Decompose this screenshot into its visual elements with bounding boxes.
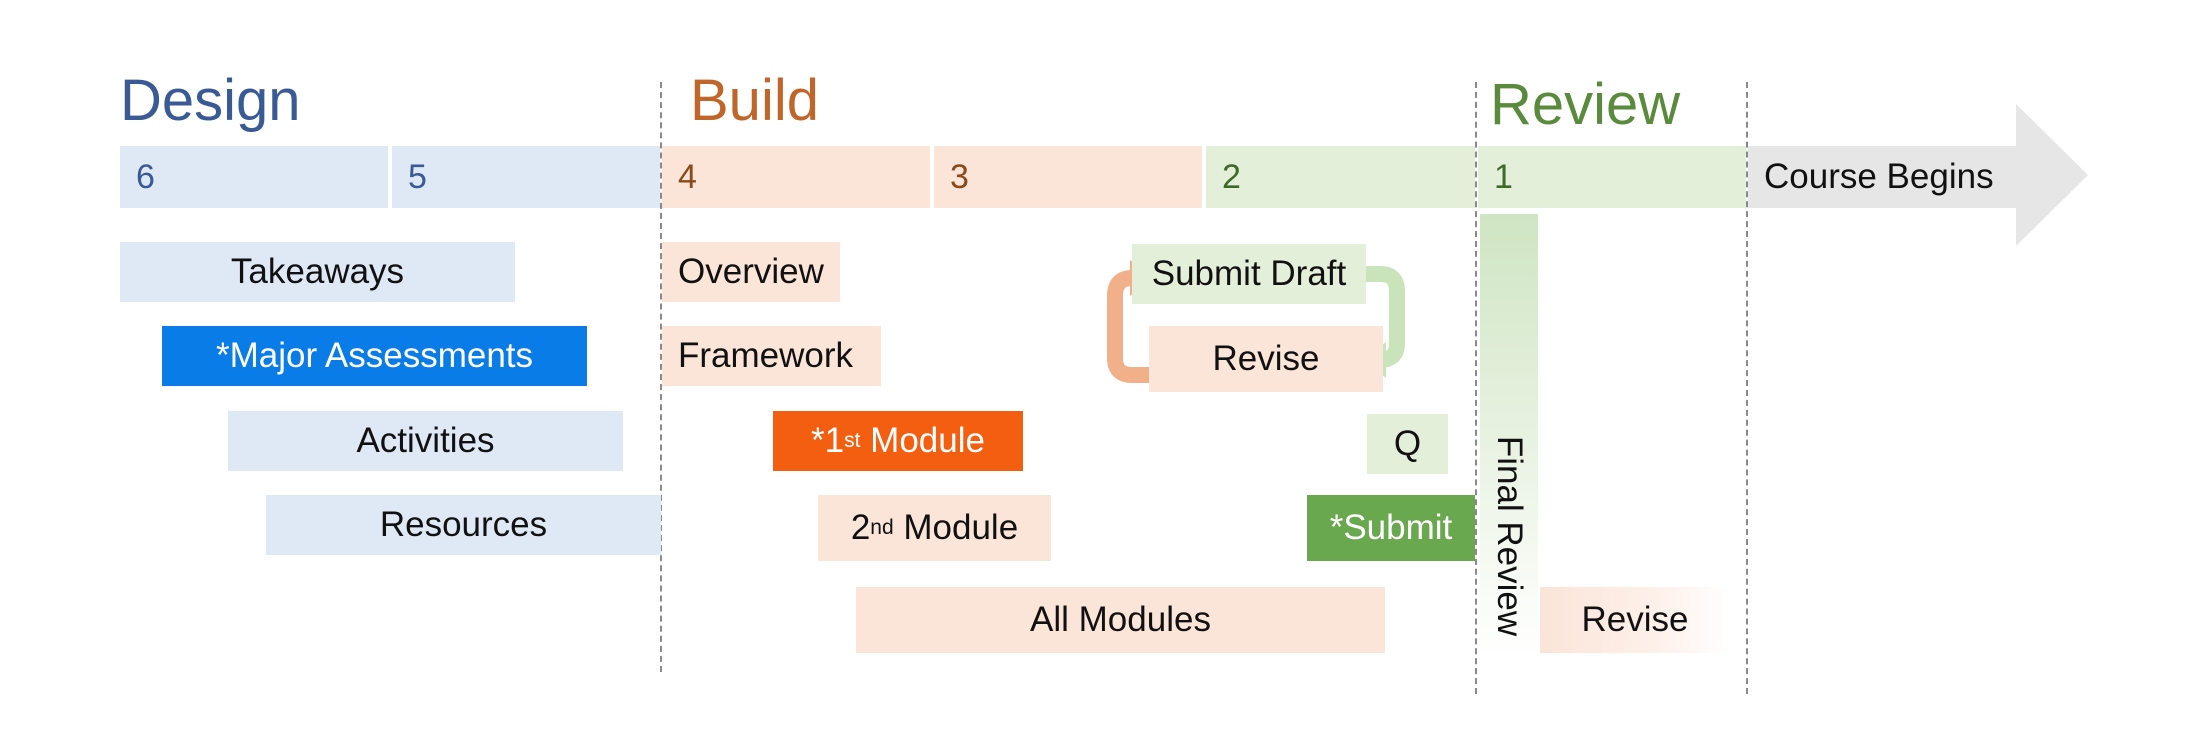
second-module-prefix: 2 (850, 508, 871, 547)
week-cell-2: 2 (1206, 146, 1475, 208)
phase-title-design: Design (120, 68, 301, 133)
activities-bar: Activities (228, 411, 623, 471)
framework-bar: Framework (662, 326, 881, 386)
week-cell-4: 4 (662, 146, 930, 208)
q-bar: Q (1367, 414, 1448, 474)
week-cell-3: 3 (934, 146, 1202, 208)
revise-loop-bar: Revise (1149, 326, 1383, 392)
phase-title-review: Review (1490, 72, 1681, 137)
final-review-label: Final Review (1490, 435, 1529, 637)
week-cell-6: 6 (120, 146, 388, 208)
divider-design-build (660, 82, 662, 672)
divider-build-review (1475, 82, 1477, 694)
first-module-suffix: Module (860, 421, 985, 460)
week-cell-5: 5 (392, 146, 660, 208)
major-assessments-bar: *Major Assessments (162, 326, 587, 386)
review-revise-bar: Revise (1540, 587, 1730, 653)
resources-bar: Resources (266, 495, 661, 555)
timeline-arrow (1748, 104, 2088, 246)
week-cell-1: 1 (1478, 146, 1746, 208)
course-begins-label: Course Begins (1764, 157, 1994, 196)
all-modules-bar: All Modules (856, 587, 1385, 653)
second-module-suffix: Module (893, 508, 1019, 547)
submit-draft-bar: Submit Draft (1132, 244, 1366, 304)
first-module-prefix: *1 (811, 421, 845, 460)
submit-bar: *Submit (1307, 495, 1475, 561)
final-review-bar (1480, 214, 1538, 658)
overview-bar: Overview (662, 242, 840, 302)
divider-review-course (1746, 82, 1748, 694)
phase-title-build: Build (690, 68, 819, 133)
takeaways-bar: Takeaways (120, 242, 515, 302)
